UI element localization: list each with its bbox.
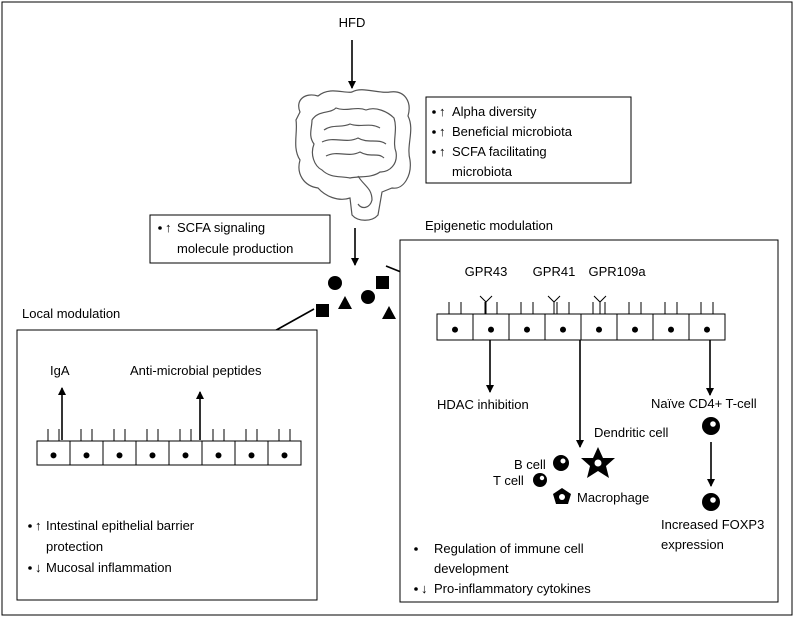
microbiota-effects-box bbox=[425, 96, 632, 184]
naive-cd4-cell-icon bbox=[702, 417, 720, 435]
cell-nucleus bbox=[116, 452, 123, 459]
cell-nucleus bbox=[632, 326, 638, 333]
bullet-text: SCFA facilitating bbox=[452, 144, 547, 159]
dendritic-cell-icon bbox=[581, 447, 615, 478]
molecule-circle bbox=[361, 290, 375, 304]
local-modulation-title: Local modulation bbox=[22, 306, 120, 321]
bullet-text: Pro-inflammatory cytokines bbox=[434, 581, 591, 596]
receptor-icon bbox=[479, 295, 493, 314]
cell-nucleus bbox=[704, 326, 710, 333]
local-outcomes-list: ↑ Intestinal epithelial barrier protection… bbox=[28, 518, 195, 575]
molecule-square bbox=[316, 304, 329, 317]
bullet-dot bbox=[432, 110, 436, 114]
bullet-dot bbox=[414, 547, 418, 551]
epigenetic-outcomes-list: Regulation of immune cell development ↓ Pro… bbox=[414, 541, 591, 596]
cell-nucleus bbox=[215, 452, 222, 459]
cell-nucleus bbox=[83, 452, 90, 459]
bullet-text: Alpha diversity bbox=[452, 104, 537, 119]
treg-cell-icon bbox=[702, 493, 720, 511]
cell-nucleus bbox=[560, 326, 566, 333]
bullet-arrow-icon: ↑ bbox=[439, 104, 446, 119]
amp-label: Anti-microbial peptides bbox=[130, 363, 262, 378]
bullet-text: SCFA signaling bbox=[177, 220, 265, 235]
t-cell-icon bbox=[533, 473, 547, 487]
hdac-label: HDAC inhibition bbox=[437, 397, 529, 412]
foxp3-label-line2: expression bbox=[661, 537, 724, 552]
bullet-dot bbox=[432, 150, 436, 154]
scfa-box-content: ↑ SCFA signaling molecule production bbox=[158, 220, 293, 256]
receptor-label-gpr109a: GPR109a bbox=[588, 264, 646, 279]
bullet-arrow-icon: ↑ bbox=[35, 518, 42, 533]
local-epithelium bbox=[36, 429, 302, 466]
bullet-arrow-icon: ↑ bbox=[439, 124, 446, 139]
bullet-text: Regulation of immune cell bbox=[434, 541, 584, 556]
bullet-arrow-icon: ↓ bbox=[421, 581, 428, 596]
dendritic-cell-label: Dendritic cell bbox=[594, 425, 669, 440]
foxp3-label-line1: Increased FOXP3 bbox=[661, 517, 764, 532]
receptor-label-gpr41: GPR41 bbox=[533, 264, 576, 279]
cell-nucleus bbox=[488, 326, 494, 333]
bullet-text: microbiota bbox=[452, 164, 513, 179]
b-cell-label: B cell bbox=[514, 457, 546, 472]
iga-label: IgA bbox=[50, 363, 70, 378]
t-cell-label: T cell bbox=[493, 473, 524, 488]
cell-nucleus bbox=[668, 326, 674, 333]
cell-nucleus bbox=[281, 452, 288, 459]
molecule-triangle bbox=[382, 306, 396, 319]
scfa-box bbox=[149, 214, 331, 264]
macrophage-label: Macrophage bbox=[577, 490, 649, 505]
receptor-icon bbox=[547, 295, 561, 314]
bullet-dot bbox=[414, 587, 418, 591]
cell-nucleus bbox=[524, 326, 530, 333]
cell-nucleus bbox=[248, 452, 255, 459]
hfd-label: HFD bbox=[339, 15, 366, 30]
naive-cd4-label: Naïve CD4+ T-cell bbox=[651, 396, 757, 411]
bullet-dot bbox=[158, 226, 162, 230]
cell-nucleus bbox=[596, 326, 602, 333]
bullet-text: molecule production bbox=[177, 241, 293, 256]
microbiota-effects-list: ↑ Alpha diversity ↑ Beneficial microbiota ↑ S… bbox=[432, 104, 573, 179]
bullet-dot bbox=[28, 524, 32, 528]
receptor-label-gpr43: GPR43 bbox=[465, 264, 508, 279]
cell-nucleus bbox=[182, 452, 189, 459]
bullet-arrow-icon: ↑ bbox=[165, 220, 172, 235]
macrophage-icon bbox=[553, 488, 571, 504]
bullet-arrow-icon: ↑ bbox=[439, 144, 446, 159]
bullet-arrow-icon: ↓ bbox=[35, 560, 42, 575]
bullet-text: Beneficial microbiota bbox=[452, 124, 573, 139]
bullet-text: protection bbox=[46, 539, 103, 554]
molecule-square bbox=[376, 276, 389, 289]
bullet-text: Mucosal inflammation bbox=[46, 560, 172, 575]
bullet-dot bbox=[28, 566, 32, 570]
bullet-text: development bbox=[434, 561, 509, 576]
receptor-icon bbox=[593, 295, 607, 314]
scfa-molecules bbox=[316, 276, 396, 319]
molecule-triangle bbox=[338, 296, 352, 309]
cell-nucleus bbox=[50, 452, 57, 459]
bullet-text: Intestinal epithelial barrier bbox=[46, 518, 195, 533]
epigenetic-modulation-title: Epigenetic modulation bbox=[425, 218, 553, 233]
epigenetic-epithelium bbox=[436, 295, 726, 341]
cell-nucleus bbox=[452, 326, 458, 333]
cell-nucleus bbox=[149, 452, 156, 459]
b-cell-icon bbox=[553, 455, 569, 471]
bullet-dot bbox=[432, 130, 436, 134]
intestine-icon bbox=[295, 89, 412, 221]
molecule-circle bbox=[328, 276, 342, 290]
